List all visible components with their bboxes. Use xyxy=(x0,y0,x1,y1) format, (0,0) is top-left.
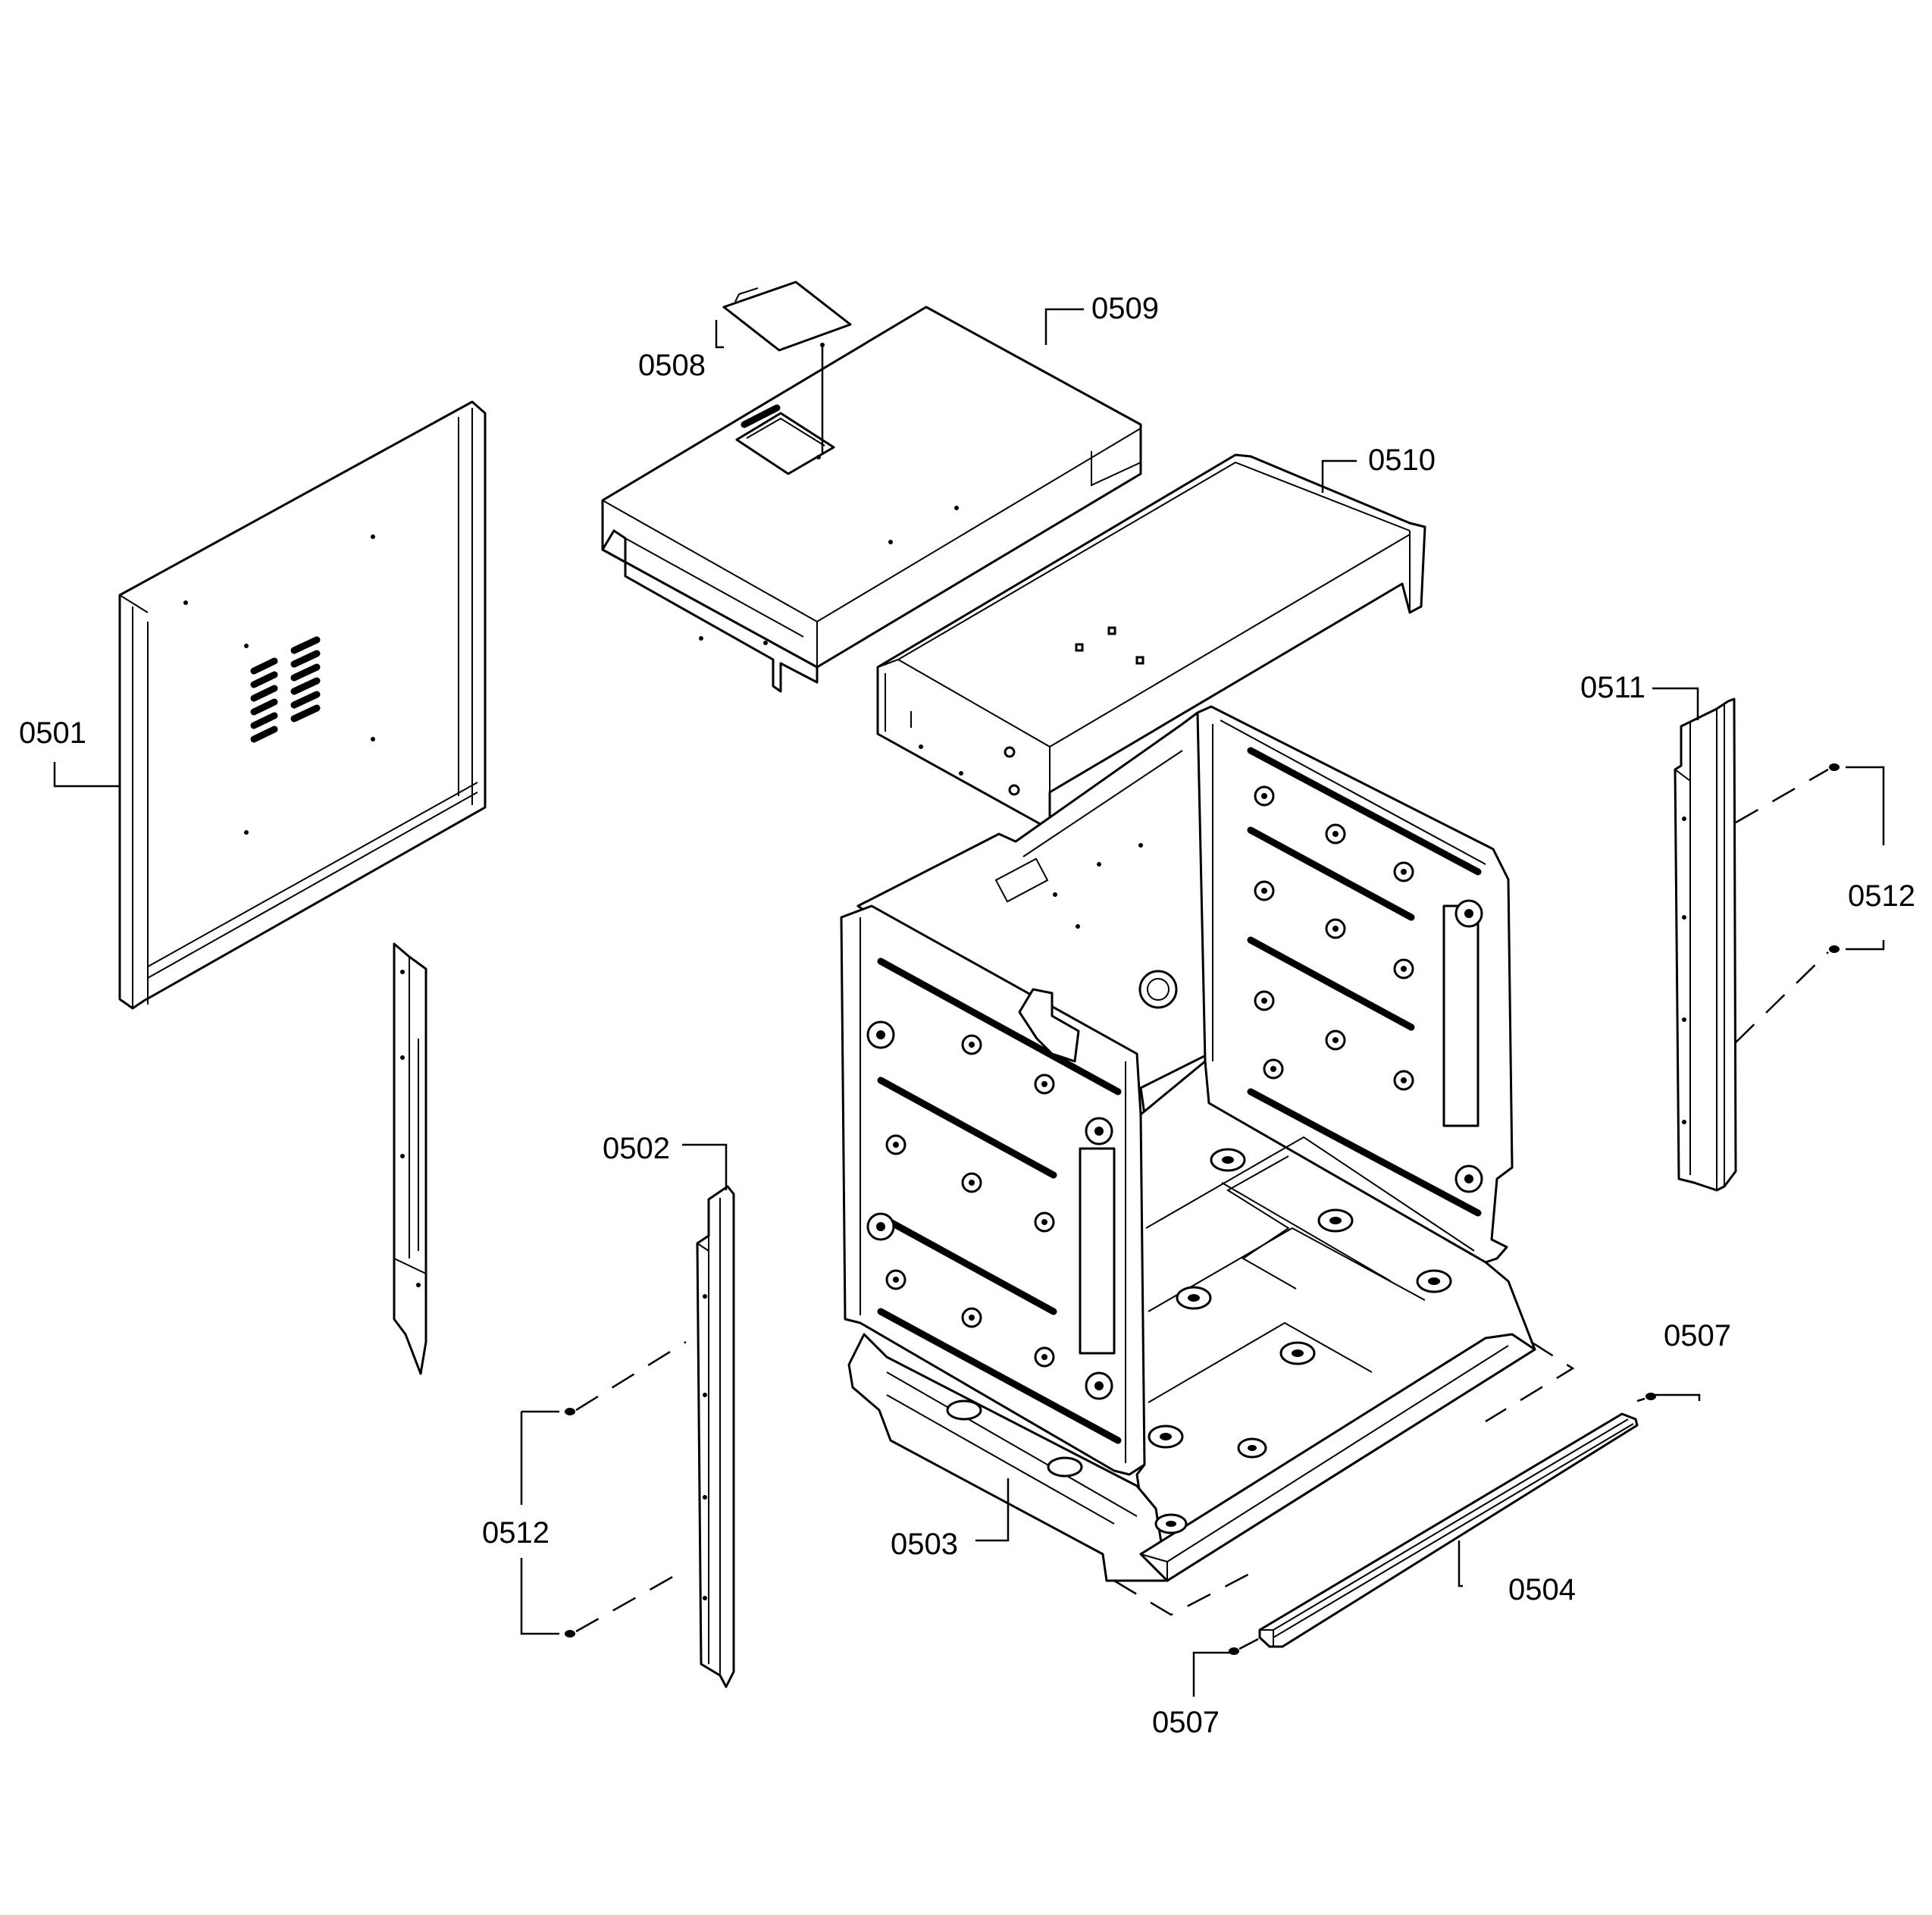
side-bracket xyxy=(393,942,427,1375)
callout-0502: 0502 xyxy=(603,1132,670,1165)
callout-0512-right: 0512 xyxy=(1848,879,1915,913)
callout-0508: 0508 xyxy=(638,349,706,382)
part-0511-vertical-rail xyxy=(1674,697,1737,1192)
callout-0504: 0504 xyxy=(1508,1573,1576,1606)
part-0501-side-panel xyxy=(118,400,487,1010)
part-0504-front-rail xyxy=(1258,1412,1639,1648)
callout-0512-left: 0512 xyxy=(482,1516,550,1550)
callout-labels: 0501 0502 0503 0504 0507 0507 0508 0509 … xyxy=(19,292,1915,1739)
vent-slots xyxy=(250,636,321,743)
callout-0507-bottom: 0507 xyxy=(1152,1706,1220,1739)
part-0502-vertical-rail xyxy=(696,1185,735,1688)
screw-icon xyxy=(565,1630,575,1638)
callout-0510: 0510 xyxy=(1368,443,1436,477)
part-0503-cabinet-frame xyxy=(840,705,1536,1582)
part-0509-top-cover xyxy=(601,306,1142,693)
left-wall-bosses xyxy=(866,1020,1113,1400)
callout-0503: 0503 xyxy=(891,1528,958,1561)
screw-icon xyxy=(1645,1393,1656,1400)
floor-bosses xyxy=(946,1148,1452,1534)
screw-icon xyxy=(1829,763,1840,771)
part-0508-cover-plate xyxy=(722,281,852,352)
screw-icon xyxy=(1829,945,1840,953)
callout-leaders xyxy=(53,308,1885,1697)
assembly-lines xyxy=(575,768,1829,1650)
screws xyxy=(565,763,1840,1655)
screw-icon xyxy=(1229,1647,1239,1655)
callout-0509: 0509 xyxy=(1091,292,1159,325)
screw-icon xyxy=(565,1408,575,1415)
callout-0511: 0511 xyxy=(1580,671,1645,704)
callout-0501: 0501 xyxy=(19,716,86,750)
callout-0507-right: 0507 xyxy=(1664,1319,1731,1352)
right-wall-bosses xyxy=(1254,785,1483,1193)
